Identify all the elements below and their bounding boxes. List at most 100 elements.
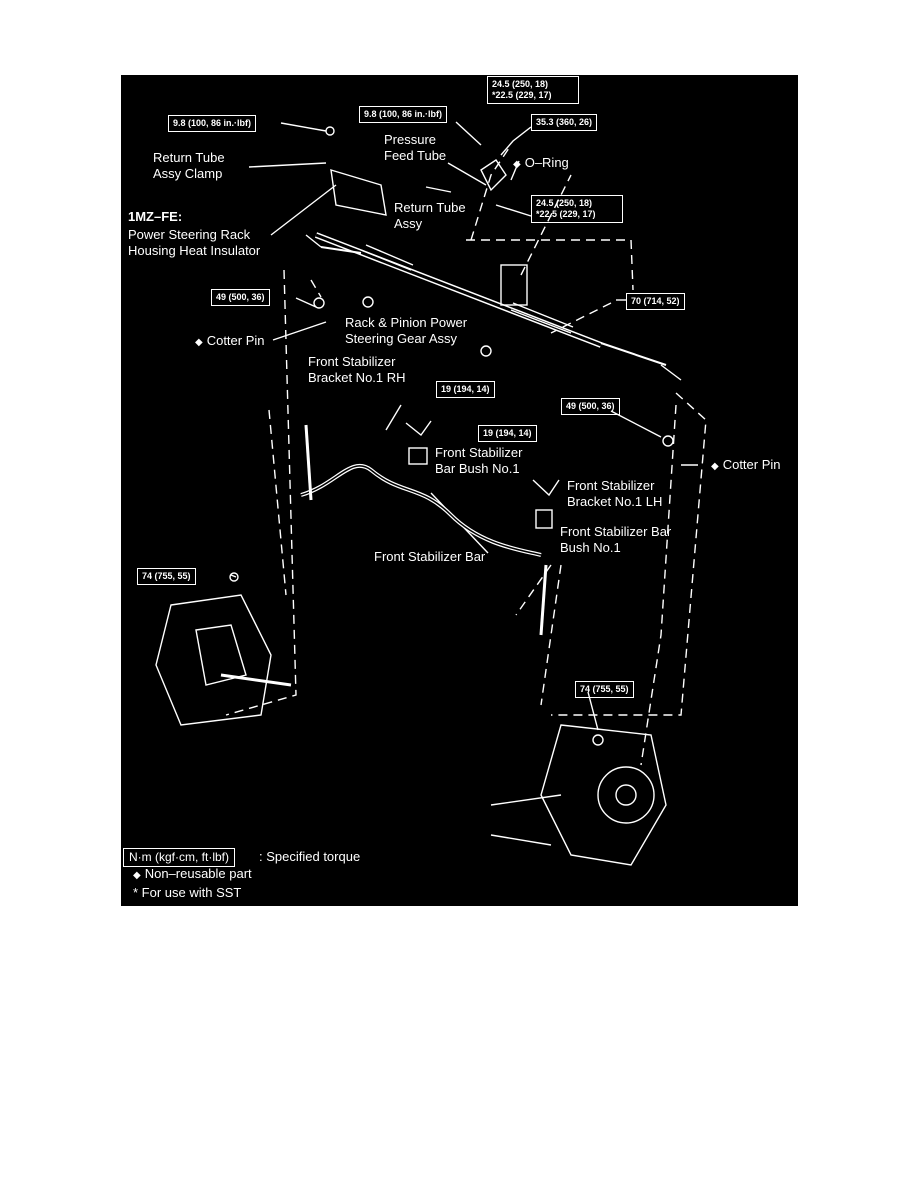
- label-pressure-feed-tube: Pressure Feed Tube: [384, 132, 446, 164]
- legend-torque-text: : Specified torque: [259, 849, 361, 864]
- leader-line: [272, 321, 327, 341]
- bolt: [325, 126, 335, 136]
- nut: [480, 345, 492, 357]
- label-line: Bracket No.1 RH: [308, 370, 406, 385]
- leader-line: [280, 122, 327, 132]
- heat-insulator: [330, 169, 387, 216]
- guide-line: [550, 302, 612, 334]
- label-line: Front Stabilizer: [567, 478, 655, 493]
- stabilizer-link-left: [304, 424, 313, 501]
- nut: [662, 435, 674, 447]
- label-cotter-pin-left: ◆Cotter Pin: [195, 333, 265, 351]
- torque-label-pressure-union: 24.5 (250, 18) *22.5 (229, 17): [487, 76, 579, 104]
- label-bracket-rh: Front Stabilizer Bracket No.1 RH: [308, 354, 406, 386]
- label-bracket-lh: Front Stabilizer Bracket No.1 LH: [567, 478, 662, 510]
- label-line: Bar Bush No.1: [435, 461, 520, 476]
- torque-label-tie-rod-nut-right: 49 (500, 36): [561, 398, 620, 415]
- label-text: Cotter Pin: [206, 333, 265, 348]
- torque-value-sst: *22.5 (229, 17): [536, 209, 596, 219]
- steering-assembly-diagram: 9.8 (100, 86 in.·lbf) 9.8 (100, 86 in.·l…: [121, 75, 798, 906]
- leader-line: [495, 204, 532, 217]
- pressure-tube-fitting: [480, 159, 507, 192]
- non-reusable-icon: ◆: [513, 159, 521, 170]
- leader-line: [385, 404, 402, 431]
- guide-line: [310, 279, 322, 298]
- torque-value: 24.5 (250, 18): [492, 79, 549, 89]
- label-return-tube-assy: Return Tube Assy: [394, 200, 466, 232]
- right-knuckle: [540, 724, 667, 866]
- torque-label-bracket-lh: 19 (194, 14): [478, 425, 537, 442]
- leader-line: [500, 126, 532, 156]
- legend-torque-box: N·m (kgf·cm, ft·lbf): [123, 848, 235, 867]
- bush-left: [408, 447, 428, 465]
- torque-label-return-union: 35.3 (360, 26): [531, 114, 598, 131]
- nut: [592, 734, 604, 746]
- left-driveshaft: [220, 673, 292, 687]
- guide-line: [268, 409, 287, 596]
- guide-line: [540, 564, 562, 706]
- label-bush-left: Front Stabilizer Bar Bush No.1: [435, 445, 522, 477]
- legend-nonreusable: ◆Non–reusable part: [133, 866, 252, 884]
- non-reusable-icon: ◆: [711, 461, 719, 472]
- guide-line: [640, 404, 677, 766]
- label-line: Pressure: [384, 132, 437, 147]
- label-line: Bracket No.1 LH: [567, 494, 663, 509]
- label-line: Front Stabilizer Bar: [560, 524, 672, 539]
- label-line: Front Stabilizer: [308, 354, 396, 369]
- bush-right: [535, 509, 553, 529]
- label-line: Feed Tube: [384, 148, 447, 163]
- nut: [362, 296, 374, 308]
- torque-label-bracket-rh: 19 (194, 14): [436, 381, 495, 398]
- label-line: Return Tube: [394, 200, 466, 215]
- label-line: Rack & Pinion Power: [345, 315, 468, 330]
- leader-line: [230, 574, 237, 578]
- label-cotter-pin-right: ◆Cotter Pin: [711, 457, 781, 475]
- torque-label-rack-bolt: 70 (714, 52): [626, 293, 685, 310]
- leader-line: [425, 186, 452, 193]
- diagram-drawing: [155, 121, 707, 866]
- left-brake: [195, 624, 247, 686]
- leader-line: [295, 297, 317, 308]
- stabilizer-bar: [300, 463, 542, 557]
- pinion-housing: [500, 264, 528, 306]
- leader-line: [587, 691, 599, 731]
- leader-line: [248, 162, 327, 168]
- label-text: O–Ring: [524, 155, 569, 170]
- label-o-ring: ◆O–Ring: [513, 155, 569, 173]
- nut: [313, 297, 325, 309]
- label-line: Assy Clamp: [153, 166, 223, 181]
- torque-label-return-tube: 24.5 (250, 18) *22.5 (229, 17): [531, 195, 623, 223]
- bracket-rh: [405, 420, 432, 437]
- legend-text: Non–reusable part: [144, 866, 252, 881]
- guide-line: [520, 174, 572, 276]
- tie-rod: [320, 246, 362, 254]
- nut: [229, 572, 239, 582]
- label-bush-right: Front Stabilizer Bar Bush No.1: [560, 524, 671, 556]
- stabilizer-link-right: [539, 564, 548, 636]
- legend-sst: * For use with SST: [133, 885, 242, 900]
- label-heat-insulator: Power Steering Rack Housing Heat Insulat…: [128, 227, 260, 259]
- torque-value-sst: *22.5 (229, 17): [492, 90, 552, 100]
- guide-line: [515, 564, 552, 616]
- tie-rod-ends: [305, 234, 682, 381]
- torque-label-link-nut-left: 74 (755, 55): [137, 568, 196, 585]
- label-line: Bush No.1: [560, 540, 621, 555]
- label-engine-code: 1MZ–FE:: [128, 209, 183, 224]
- tie-rod: [600, 342, 667, 366]
- label-text: Cotter Pin: [722, 457, 781, 472]
- non-reusable-icon: ◆: [133, 870, 141, 881]
- non-reusable-icon: ◆: [195, 337, 203, 348]
- label-line: Return Tube: [153, 150, 225, 165]
- torque-label-pressure-bolt: 9.8 (100, 86 in.·lbf): [359, 106, 448, 123]
- right-lower-arm: [490, 794, 562, 846]
- torque-label-link-nut-right: 74 (755, 55): [575, 681, 634, 698]
- leader-line: [455, 121, 482, 146]
- right-hub-center: [615, 784, 637, 806]
- label-line: Front Stabilizer: [435, 445, 523, 460]
- label-return-tube-clamp: Return Tube Assy Clamp: [153, 150, 225, 182]
- leader-line: [270, 184, 337, 236]
- label-line: Steering Gear Assy: [345, 331, 457, 346]
- guide-line: [470, 144, 512, 241]
- bracket-lh: [532, 479, 560, 497]
- label-line: Power Steering Rack: [128, 227, 251, 242]
